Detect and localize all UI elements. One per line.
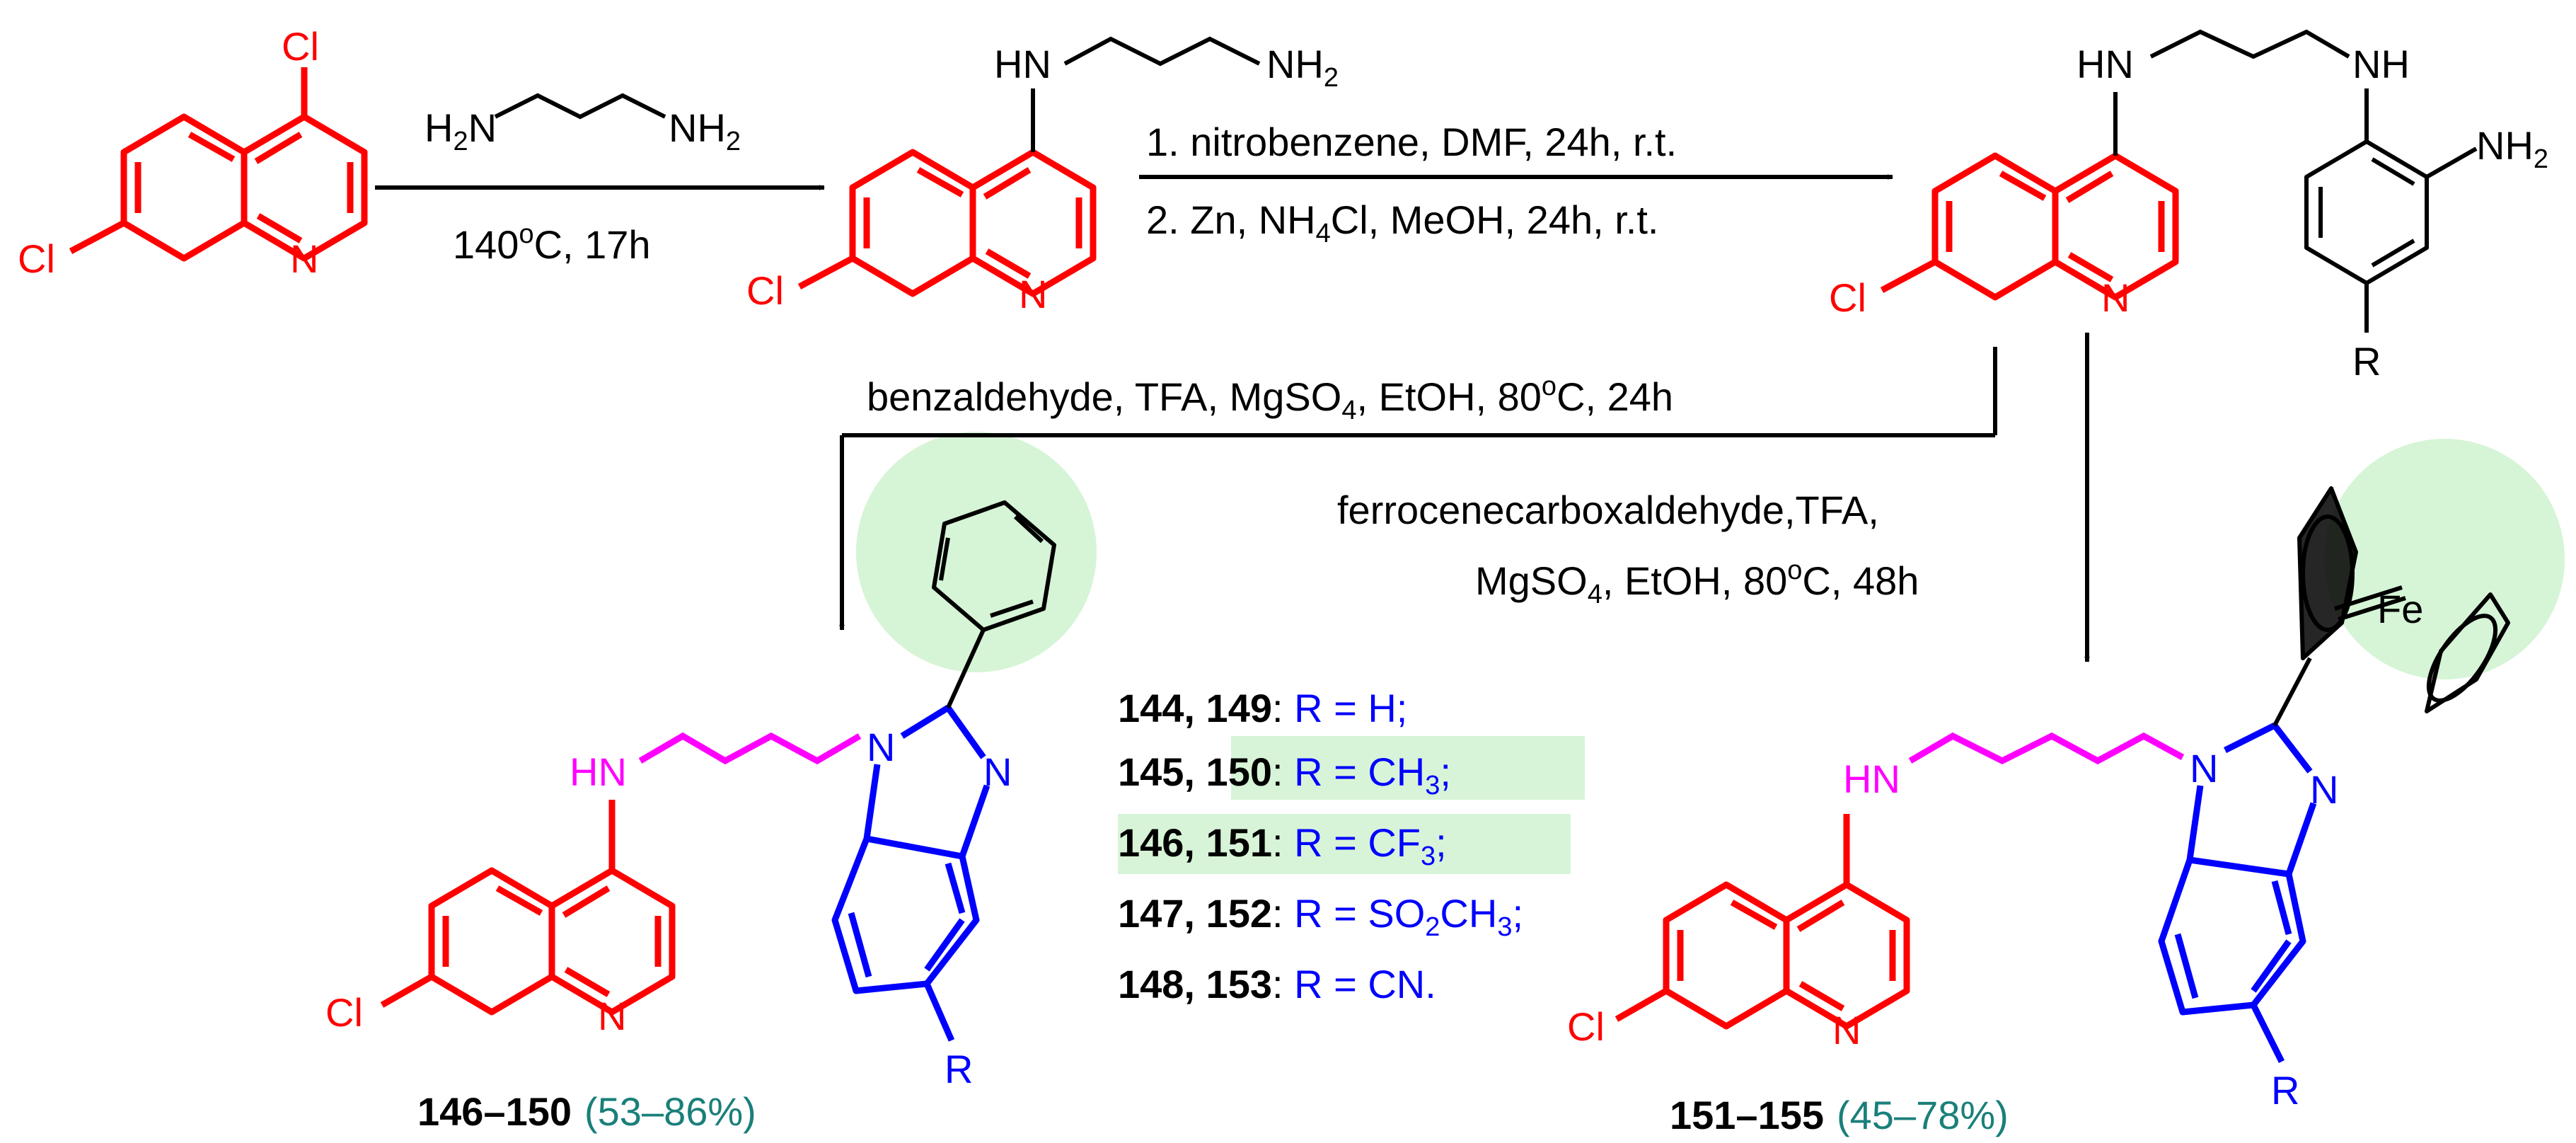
- step1-conditions: 140oC, 17h: [453, 219, 651, 267]
- left-phenyl: [932, 500, 1056, 709]
- ferrocene-fe: Fe: [2377, 587, 2423, 631]
- left-bzim-n3: N: [983, 749, 1012, 794]
- left-quin-n: N: [598, 994, 626, 1038]
- left-benzimidazole: [831, 705, 990, 1042]
- c3-hn: HN: [2077, 42, 2134, 86]
- c1-n: N: [290, 236, 318, 281]
- c3-nh2: NH2: [2476, 123, 2548, 174]
- intermediate-quinoline: [1880, 152, 2179, 301]
- step4-line1: ferrocenecarboxaldehyde,TFA,: [1337, 488, 1879, 532]
- diamine-reagent: [494, 93, 666, 120]
- c1-cl-top: Cl: [282, 24, 319, 69]
- sub-row-2: 145, 150: R = CH3;: [1118, 749, 1451, 800]
- left-cl: Cl: [325, 990, 363, 1035]
- left-product-label: 146–150(53–86%): [417, 1089, 756, 1134]
- left-bzim-n1: N: [867, 725, 895, 769]
- left-hn: HN: [570, 749, 627, 794]
- step3-conditions: benzaldehyde, TFA, MgSO4, EtOH, 80oC, 24…: [867, 372, 1673, 425]
- sub-row-1: 144, 149: R = H;: [1118, 686, 1407, 730]
- c3-nh: NH: [2352, 42, 2410, 86]
- diamine-nh2: NH2: [669, 105, 741, 156]
- sub-row-5: 148, 153: R = CN.: [1118, 962, 1436, 1006]
- substituent-list: 144, 149: R = H; 145, 150: R = CH3; 146,…: [1118, 686, 1523, 1006]
- sub-row-4: 147, 152: R = SO2CH3;: [1118, 891, 1523, 942]
- highlight-150: [1231, 736, 1585, 800]
- c2-hn: HN: [994, 42, 1051, 86]
- right-product-quinoline: [1615, 814, 1910, 1030]
- c2-nh2: NH2: [1266, 42, 1339, 93]
- right-cl: Cl: [1567, 1004, 1605, 1049]
- c1-cl-left: Cl: [18, 236, 55, 281]
- left-product-quinoline: [380, 800, 676, 1016]
- ferrocene: [2272, 486, 2510, 727]
- c3-cl: Cl: [1829, 275, 1866, 320]
- c2-cl: Cl: [746, 268, 784, 313]
- c3-n: N: [2101, 275, 2130, 320]
- c3-phenylenediamine: [2304, 88, 2478, 333]
- dichloroquinoline: [69, 67, 368, 262]
- right-bzim-n1: N: [2190, 746, 2218, 791]
- right-r: R: [2271, 1068, 2299, 1113]
- diamine-h2n: H2N: [424, 105, 497, 156]
- aminopropyl-quinoline: [797, 149, 1097, 297]
- highlight-146: [1118, 814, 1571, 874]
- c3-r: R: [2352, 339, 2381, 384]
- right-quin-n: N: [1832, 1008, 1861, 1052]
- step2-line1: 1. nitrobenzene, DMF, 24h, r.t.: [1146, 120, 1677, 164]
- left-propyl-chain: [638, 732, 862, 765]
- right-propyl-chain: [1908, 732, 2185, 765]
- phenyl-highlight: [856, 432, 1097, 672]
- step2-line2: 2. Zn, NH4Cl, MeOH, 24h, r.t.: [1146, 197, 1658, 248]
- c2-n: N: [1019, 272, 1047, 316]
- right-benzimidazole: [2158, 722, 2317, 1064]
- c3-propyl-chain: [2149, 29, 2350, 59]
- right-hn: HN: [1843, 757, 1900, 801]
- step4-line2: MgSO4, EtOH, 80oC, 48h: [1475, 556, 1919, 609]
- right-bzim-n3: N: [2310, 767, 2338, 812]
- c2-propyl-chain: [1063, 36, 1261, 67]
- left-r: R: [945, 1047, 973, 1091]
- right-product-label: 151–155(45–78%): [1670, 1093, 2009, 1137]
- sub-row-3: 146, 151: R = CF3;: [1118, 820, 1447, 871]
